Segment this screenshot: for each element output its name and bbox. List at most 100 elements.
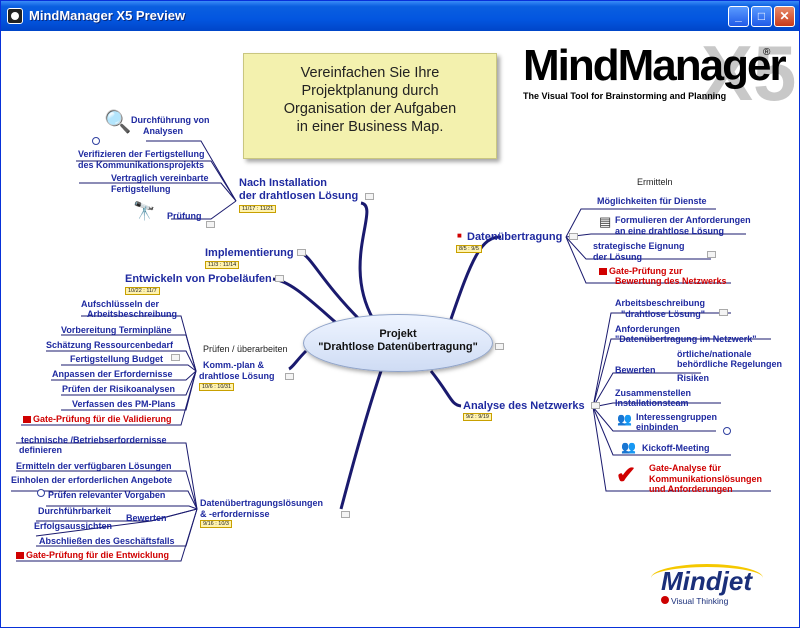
child-analysen-1[interactable]: Durchführung von (131, 115, 210, 125)
komm-child-3[interactable]: Schätzung Ressourcenbedarf (46, 340, 174, 350)
child-vertraglich-2[interactable]: Fertigstellung (111, 184, 171, 194)
an-child-5[interactable]: örtliche/nationale (677, 349, 752, 359)
dl-child-1[interactable]: definieren (19, 445, 63, 455)
note-icon[interactable] (275, 275, 284, 282)
note-icon[interactable] (707, 251, 716, 258)
an-child-12[interactable]: Kickoff-Meeting (642, 443, 710, 453)
note-icon[interactable] (285, 373, 294, 380)
child-verifizieren-2[interactable]: des Kommunikationsprojekts (78, 160, 205, 170)
branch-nach-installation (358, 201, 375, 320)
du-child-gate[interactable]: Gate-Prüfung zur (599, 266, 683, 276)
komm-child-4[interactable]: Fertigstellung Budget (70, 354, 163, 364)
komm-child-7[interactable]: Verfassen des PM-Plans (72, 399, 176, 409)
child-verifizieren-1[interactable]: Verifizieren der Fertigstellung (78, 149, 205, 159)
callout-box: Vereinfachen Sie Ihre Projektplanung dur… (243, 53, 497, 159)
note-icon[interactable] (341, 511, 350, 518)
an-child-7[interactable]: Risiken (677, 373, 710, 383)
dl-child-bewerten[interactable]: Bewerten (126, 513, 167, 523)
topic-komm-plan-2[interactable]: drahtlose Lösung (199, 371, 275, 381)
an-child-8[interactable]: Zusammenstellen (615, 388, 692, 398)
an-child-bewerten[interactable]: Bewerten (615, 365, 656, 375)
topic-dl-2[interactable]: & -erfordernisse (200, 509, 270, 519)
collapse-icon[interactable] (92, 137, 100, 145)
komm-child-6[interactable]: Prüfen der Risikoanalysen (62, 384, 176, 394)
date-nach-installation: 11/17 : 11/21 (239, 205, 277, 213)
an-child-2[interactable]: Anforderungen (615, 324, 680, 334)
logo-word: MindManager (523, 41, 787, 90)
du-child-1[interactable]: Möglichkeiten für Dienste (597, 196, 707, 206)
minimize-button[interactable]: _ (728, 6, 749, 27)
komm-child-8: Gate-Prüfung für die Validierung (33, 414, 172, 424)
komm-child-0[interactable]: Aufschlüsseln der (81, 299, 160, 309)
child-analysen-2[interactable]: Analysen (143, 126, 184, 136)
note-icon[interactable] (171, 354, 180, 361)
an-child-15[interactable]: und Anforderungen (649, 484, 733, 494)
dl-child-2[interactable]: Ermitteln der verfügbaren Lösungen (16, 461, 172, 471)
an-child-6[interactable]: behördliche Regelungen (677, 359, 783, 369)
map-canvas[interactable]: Vereinfachen Sie Ihre Projektplanung dur… (1, 31, 799, 627)
collapse-icon[interactable] (723, 427, 731, 435)
topic-nach-installation-2[interactable]: der drahtlosen Lösung (239, 190, 359, 202)
note-icon[interactable] (569, 233, 578, 240)
du-child-0[interactable]: Ermitteln (637, 177, 673, 187)
collapse-icon[interactable] (37, 489, 45, 497)
flag-icon (23, 416, 31, 423)
komm-child-1[interactable]: Arbeitsbeschreibung (87, 309, 178, 319)
du-child-4[interactable]: strategische Eignung (593, 241, 685, 251)
dl-child-6[interactable]: Erfolgsaussichten (34, 521, 113, 531)
an-child-9[interactable]: Installationsteam (615, 398, 689, 408)
magnifier-icon: 🔍 (104, 109, 132, 134)
dl-child-5[interactable]: Durchführbarkeit (38, 506, 112, 516)
an-child-13[interactable]: Gate-Analyse für (649, 463, 722, 473)
komm-child-5[interactable]: Anpassen der Erfordernisse (52, 369, 173, 379)
topic-nach-installation-1[interactable]: Nach Installation (239, 177, 328, 189)
close-button[interactable]: ✕ (774, 6, 795, 27)
central-topic[interactable]: Projekt "Drahtlose Datenübertragung" (303, 314, 493, 372)
topic-komm-plan-1[interactable]: Komm.-plan & (203, 360, 265, 370)
dl-child-0[interactable]: technische /Betriebserfordernisse (21, 435, 167, 445)
date-probelaeufe: 10/22 : 11/7 (125, 287, 160, 295)
relation-pruefen: Prüfen / überarbeiten (203, 344, 288, 354)
dl-child-8[interactable]: Abschließen des Geschäftsfalls (39, 536, 175, 546)
note-icon[interactable] (591, 402, 600, 409)
dl-child-gate[interactable]: Gate-Prüfung für die Entwicklung (16, 550, 169, 560)
du-child-7[interactable]: Bewertung des Netzwerks (615, 276, 727, 286)
topic-probelaeufe[interactable]: Entwickeln von Probeläufen (125, 273, 272, 285)
logo-tagline: The Visual Tool for Brainstorming and Pl… (523, 91, 727, 101)
branch-implementierung (300, 251, 363, 323)
child-pruefung[interactable]: Prüfung (167, 211, 202, 221)
logo-version: X5 (701, 29, 797, 117)
mindmanager-logo: X5 MindManager ® The Visual Tool for Bra… (523, 33, 796, 113)
du-child-3[interactable]: an eine drahtlose Lösung (615, 226, 725, 236)
child-vertraglich-1[interactable]: Vertraglich vereinbarte (111, 173, 209, 183)
topic-analyse-netzwerks[interactable]: Analyse des Netzwerks (463, 400, 585, 412)
flag-icon: ■ (457, 231, 462, 240)
maximize-button[interactable]: □ (751, 6, 772, 27)
branch-datenuebertragung (449, 235, 502, 320)
du-child-2[interactable]: Formulieren der Anforderungen (615, 215, 751, 225)
an-child-11[interactable]: einbinden (636, 422, 679, 432)
komm-child-2[interactable]: Vorbereitung Terminpläne (61, 325, 172, 335)
note-icon[interactable] (297, 249, 306, 256)
dl-child-9: Gate-Prüfung für die Entwicklung (26, 550, 170, 560)
topic-datenuebertragung[interactable]: Datenübertragung (467, 231, 563, 243)
an-child-0[interactable]: Arbeitsbeschreibung (615, 298, 706, 308)
note-icon[interactable] (206, 221, 215, 228)
an-child-14[interactable]: Kommunikationslösungen (649, 474, 763, 484)
topic-implementierung[interactable]: Implementierung (205, 247, 294, 259)
komm-child-gate[interactable]: Gate-Prüfung für die Validierung (23, 414, 172, 424)
du-child-5[interactable]: der Lösung (593, 252, 642, 262)
note-icon[interactable] (495, 343, 504, 350)
note-icon[interactable] (365, 193, 374, 200)
topic-dl-1[interactable]: Datenübertragungslösungen (200, 498, 324, 508)
dl-child-4[interactable]: Prüfen relevanter Vorgaben (48, 490, 166, 500)
central-topic-line-2: "Drahtlose Datenübertragung" (318, 341, 478, 353)
note-icon[interactable] (719, 309, 728, 316)
an-child-3[interactable]: "Datenübertragung im Netzwerk" (615, 334, 757, 344)
app-icon (7, 8, 23, 24)
an-child-10[interactable]: Interessengruppen (636, 412, 718, 422)
title-bar[interactable]: MindManager X5 Preview _ □ ✕ (1, 1, 799, 31)
an-child-1[interactable]: "drahtlose Lösung" (621, 309, 706, 319)
dl-child-3[interactable]: Einholen der erforderlichen Angebote (11, 475, 173, 485)
map-connectors (11, 140, 771, 562)
